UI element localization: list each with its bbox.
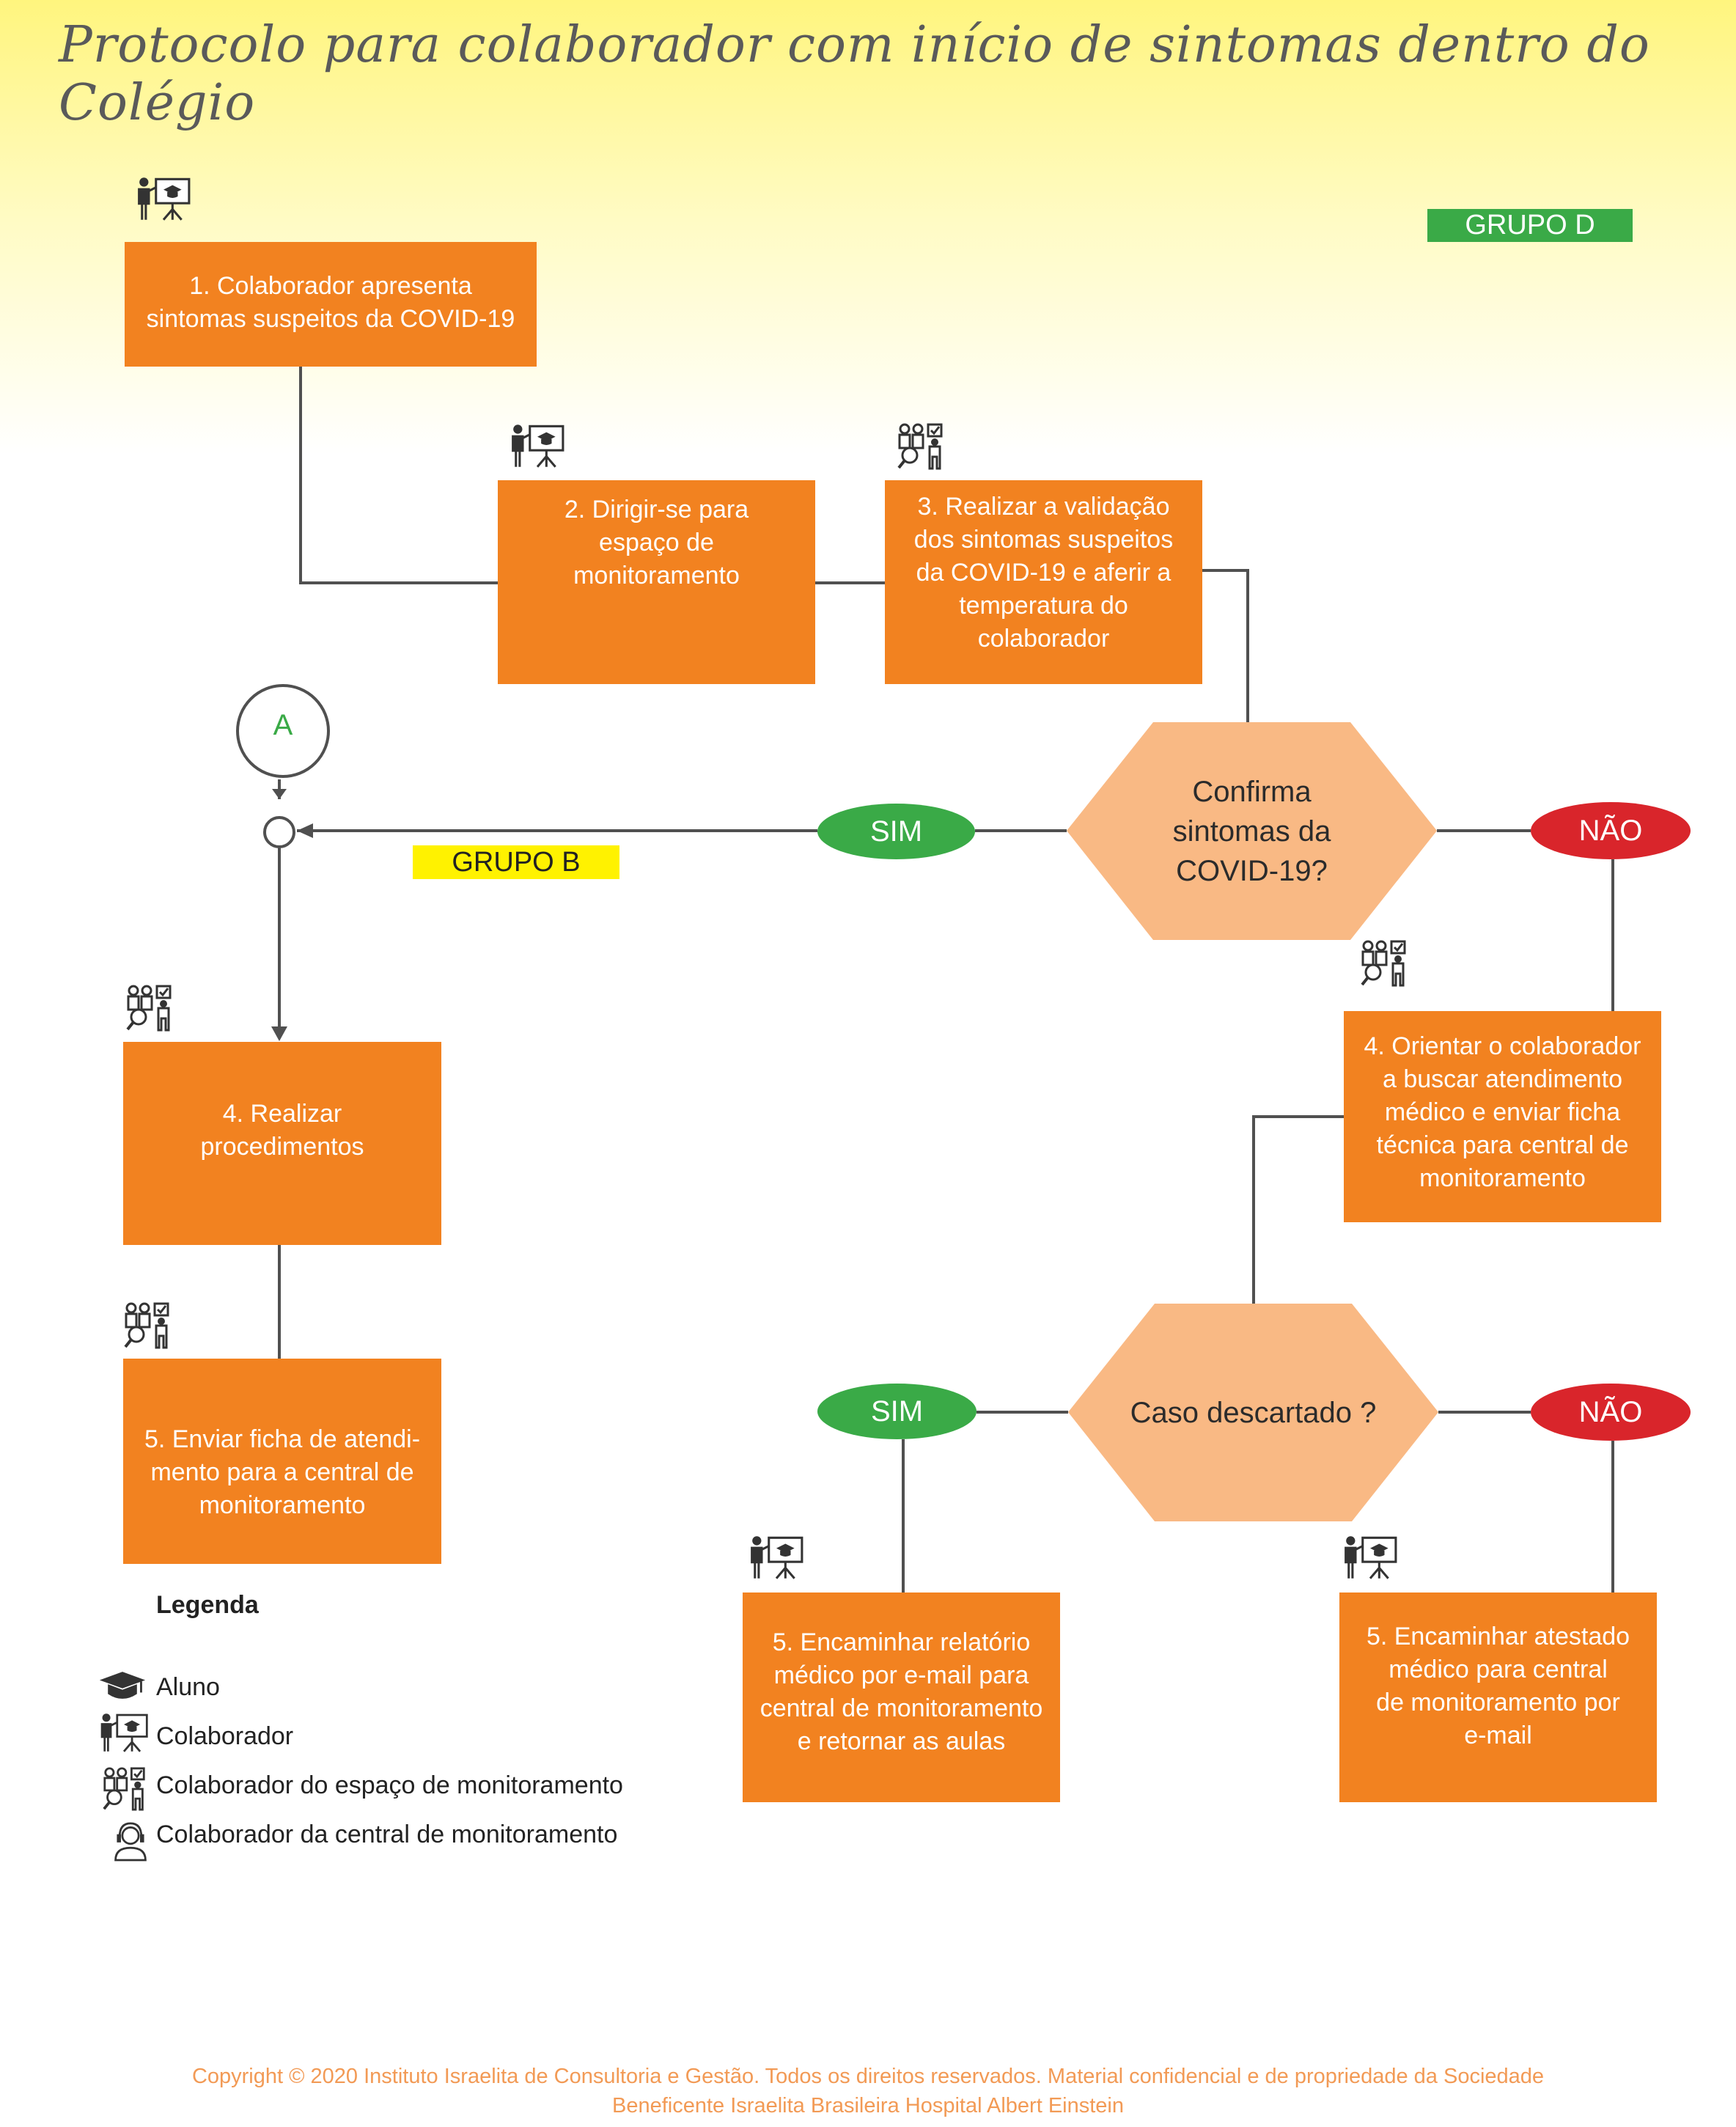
step-2-text: 2. Dirigir-se para espaço de monitoramen… bbox=[564, 496, 749, 589]
legend-item-aluno: Aluno bbox=[156, 1673, 220, 1701]
arrowhead-a bbox=[272, 789, 287, 799]
footer-copyright: Copyright © 2020 Instituto Israelita de … bbox=[0, 2062, 1736, 2120]
decision-1-nao: NÃO bbox=[1531, 802, 1691, 859]
step-1-box: 1. Colaborador apresenta sintomas suspei… bbox=[125, 242, 537, 367]
connector-a-label: A bbox=[273, 709, 293, 741]
step-4b-box: 4. Orientar o colaborador a buscar atend… bbox=[1344, 1011, 1661, 1222]
legend-item-central-staff: Colaborador da central de monitoramento bbox=[156, 1821, 618, 1848]
decision-1-sim: SIM bbox=[817, 804, 975, 859]
step-4b-text: 4. Orientar o colaborador a buscar atend… bbox=[1364, 1032, 1641, 1192]
monitoring-team-icon bbox=[126, 985, 173, 1032]
decision-1-shape bbox=[1067, 722, 1437, 940]
headset-operator-icon bbox=[111, 1820, 150, 1862]
step-3-box: 3. Realizar a validação dos sintomas sus… bbox=[885, 480, 1202, 684]
connector-step1-step2 bbox=[299, 367, 498, 584]
connector-step4b-decision2 bbox=[1252, 1115, 1344, 1304]
step-5a-text: 5. Enviar ficha de atendi- mento para a … bbox=[144, 1425, 421, 1519]
page-title: Protocolo para colaborador com início de… bbox=[59, 16, 1650, 132]
presenter-icon bbox=[135, 176, 192, 221]
footer-line-1: Copyright © 2020 Instituto Israelita de … bbox=[191, 2065, 1545, 2088]
step-5c-text: 5. Encaminhar atestado médico para centr… bbox=[1366, 1623, 1630, 1749]
monitoring-team-icon bbox=[1361, 940, 1408, 987]
presenter-icon bbox=[98, 1712, 150, 1753]
grupo-d-tag: GRUPO D bbox=[1427, 209, 1633, 242]
presenter-icon bbox=[1342, 1535, 1399, 1580]
step-1-text: 1. Colaborador apresenta sintomas suspei… bbox=[146, 272, 515, 333]
decision-1-text: Confirma sintomas da COVID-19? bbox=[1172, 775, 1331, 887]
decision-2-nao: NÃO bbox=[1531, 1384, 1691, 1441]
connector-step3-decision1 bbox=[1202, 569, 1249, 722]
step-4a-text: 4. Realizar procedimentos bbox=[200, 1100, 364, 1161]
step-5c-box: 5. Encaminhar atestado médico para centr… bbox=[1339, 1593, 1657, 1802]
decision-2-sim: SIM bbox=[817, 1384, 976, 1439]
grupo-b-tag: GRUPO B bbox=[413, 845, 619, 879]
connector-a-circle bbox=[236, 684, 330, 778]
monitoring-team-icon bbox=[897, 423, 944, 470]
merge-circle bbox=[263, 816, 295, 848]
step-4a-box: 4. Realizar procedimentos bbox=[123, 1042, 441, 1245]
monitoring-team-icon bbox=[124, 1302, 171, 1349]
legend-title: Legenda bbox=[156, 1591, 259, 1619]
step-5a-box: 5. Enviar ficha de atendi- mento para a … bbox=[123, 1359, 441, 1564]
step-2-box: 2. Dirigir-se para espaço de monitoramen… bbox=[498, 480, 815, 684]
presenter-icon bbox=[509, 423, 566, 469]
presenter-icon bbox=[748, 1535, 805, 1580]
legend-item-monitoring-staff: Colaborador do espaço de monitoramento bbox=[156, 1771, 623, 1799]
decision-2-shape bbox=[1068, 1304, 1438, 1521]
step-5b-box: 5. Encaminhar relatório médico por e-mai… bbox=[743, 1593, 1060, 1802]
monitoring-team-icon bbox=[103, 1767, 147, 1811]
step-5b-text: 5. Encaminhar relatório médico por e-mai… bbox=[760, 1628, 1043, 1755]
step-3-text: 3. Realizar a validação dos sintomas sus… bbox=[913, 493, 1174, 653]
graduation-cap-icon bbox=[98, 1669, 147, 1702]
decision-2-text: Caso descartado ? bbox=[1130, 1396, 1377, 1429]
footer-line-2: Beneficente Israelita Brasileira Hospita… bbox=[612, 2094, 1124, 2117]
legend-item-colaborador: Colaborador bbox=[156, 1722, 294, 1750]
arrowhead-step4a bbox=[271, 1026, 287, 1041]
arrowhead-merge bbox=[297, 823, 313, 838]
